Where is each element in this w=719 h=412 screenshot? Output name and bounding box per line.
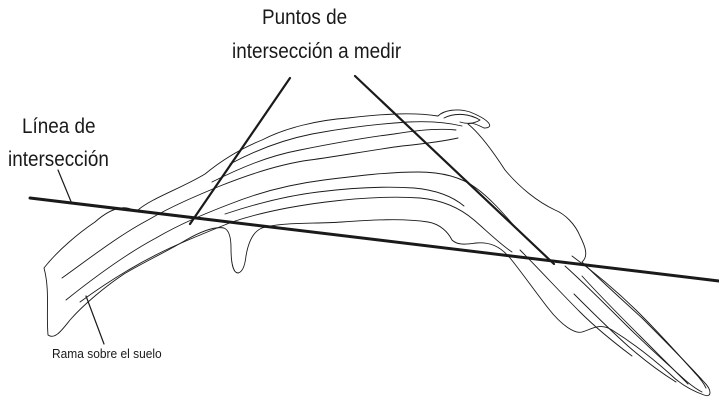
branch-outline bbox=[43, 109, 711, 397]
intersection-line bbox=[28, 196, 719, 283]
points-label-line2: intersección a medir bbox=[232, 40, 402, 63]
line-label-line2: intersección bbox=[8, 148, 109, 171]
branch-label-leader bbox=[85, 295, 105, 345]
grain-line-7 bbox=[519, 249, 633, 357]
grain-line-4 bbox=[224, 186, 465, 215]
grain-line-1 bbox=[61, 137, 459, 279]
grain-line-10 bbox=[581, 275, 689, 385]
line-label-leader bbox=[57, 169, 73, 205]
pointer-line-left bbox=[188, 76, 292, 226]
grain-line-8 bbox=[564, 265, 703, 393]
pointer-line-right bbox=[353, 74, 556, 266]
points-label-line1: Puntos de bbox=[262, 6, 348, 29]
grain-line-2 bbox=[65, 171, 517, 301]
grain-line-3 bbox=[79, 196, 513, 303]
branch-crest bbox=[443, 113, 481, 124]
line-label-line1: Línea de bbox=[22, 115, 96, 138]
grain-line-6 bbox=[229, 121, 463, 165]
grain-line-5 bbox=[211, 128, 457, 183]
grain-line-11 bbox=[573, 293, 677, 383]
branch-label: Rama sobre el suelo bbox=[52, 346, 162, 361]
grain-line-9 bbox=[571, 255, 707, 389]
